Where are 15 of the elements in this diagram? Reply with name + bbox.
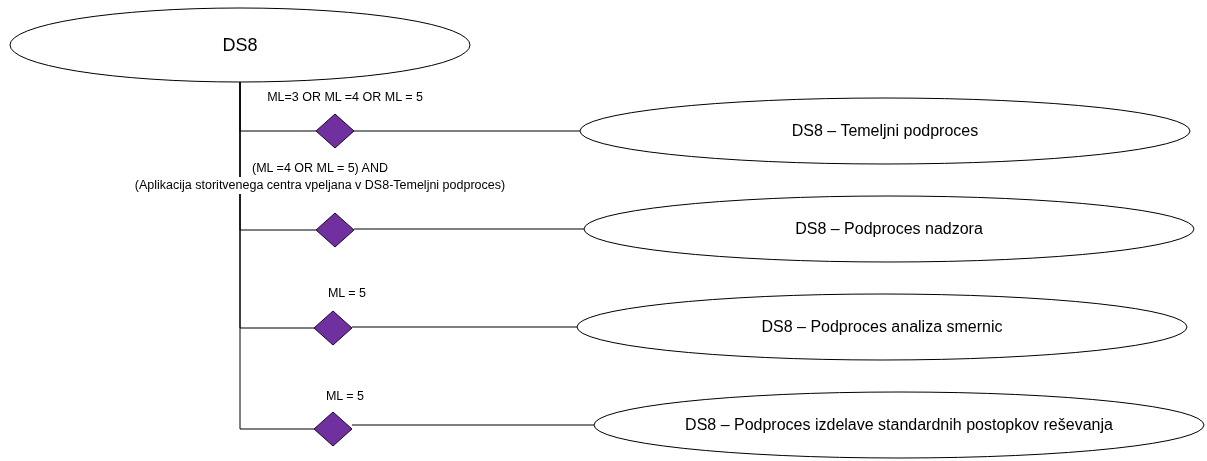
connector-line — [239, 81, 315, 430]
condition-label: (Aplikacija storitvenega centra vpeljana v DS8-Temeljni podproces) — [134, 177, 506, 194]
node-label: DS8 – Temeljni podproces — [791, 122, 979, 140]
node-label: DS8 – Podproces nadzora — [795, 220, 983, 238]
connector-line — [351, 326, 578, 328]
connector-line — [351, 424, 595, 426]
connector-line — [353, 228, 585, 230]
condition-label: ML = 5 — [327, 285, 367, 302]
connector-line — [353, 130, 581, 132]
condition-label: ML = 5 — [325, 388, 365, 405]
node-label: DS8 – Podproces izdelave standardnih postopkov reševanja — [685, 416, 1113, 434]
node-label: DS8 – Podproces analiza smernic — [761, 318, 1003, 336]
node-label: DS8 — [222, 34, 258, 56]
condition-label: ML=3 OR ML =4 OR ML = 5 — [267, 89, 423, 106]
condition-label: (ML =4 OR ML = 5) AND — [252, 160, 388, 177]
